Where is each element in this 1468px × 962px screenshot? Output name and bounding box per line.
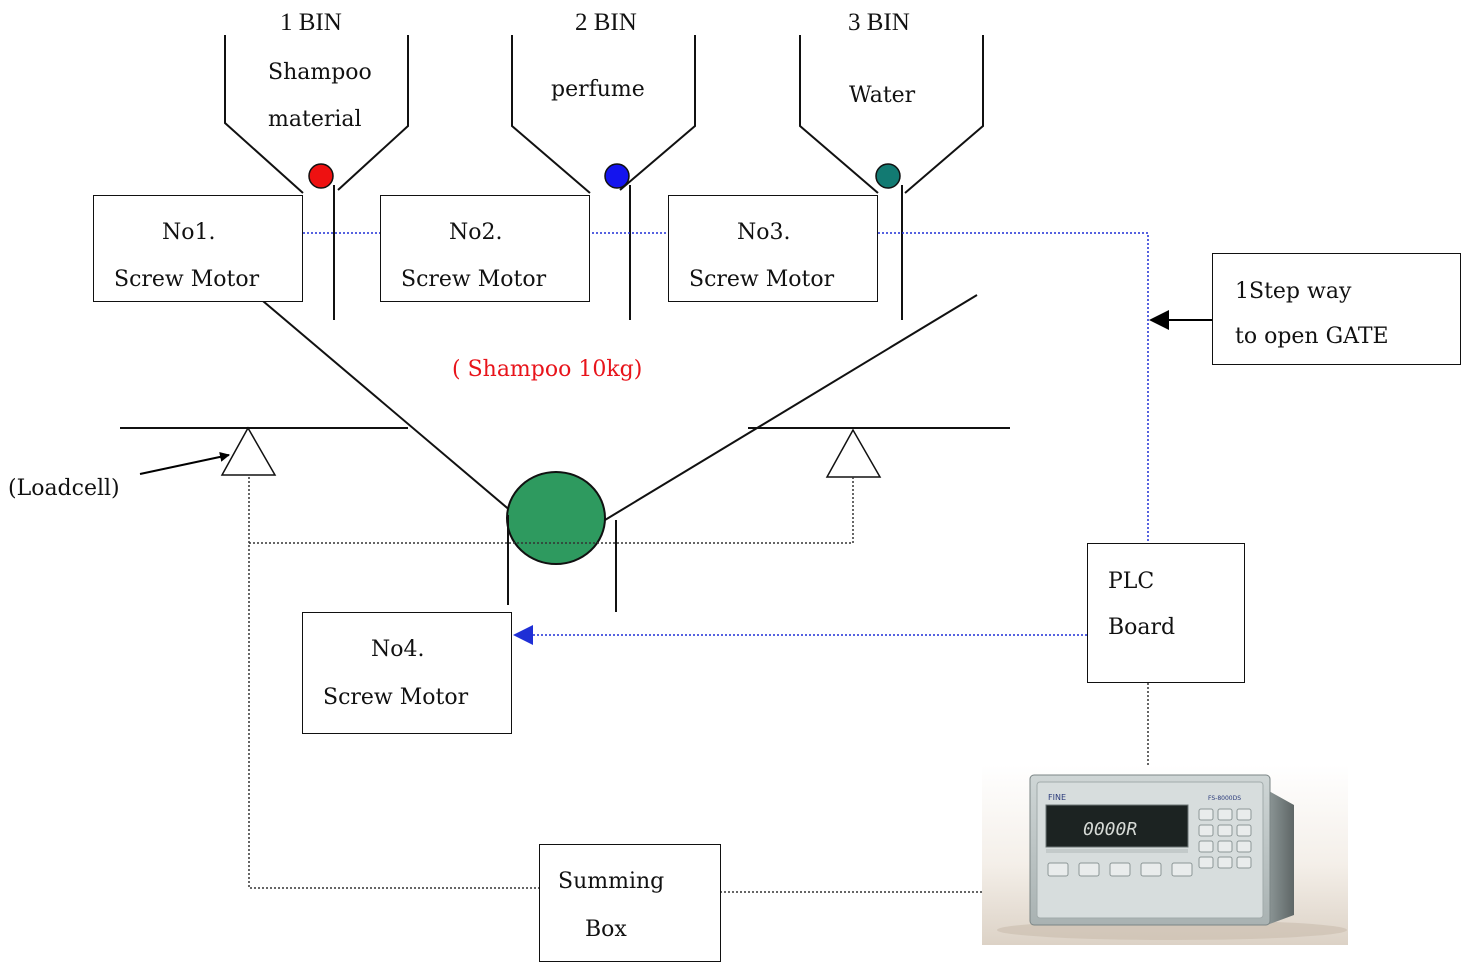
bin-3-title: 3 BIN [848,9,910,36]
loadcell-label: (Loadcell) [8,476,120,501]
screw-motor-1-label: Screw Motor [114,267,260,292]
screw-motor-4: No4. Screw Motor [302,612,512,734]
weighing-indicator-drawing: FINE FS-8000DS 0000R [997,774,1347,940]
gate-note-line-2: to open GATE [1235,324,1389,349]
screw-motor-4-number: No4. [371,637,425,662]
loadcell-right [825,428,882,478]
bin-2-hopper-left [511,35,591,194]
motor4-arrow-head [513,625,533,645]
summing-box-line-1: Summing [558,869,665,894]
screw-motor-3-label: Screw Motor [689,267,835,292]
plc-board: PLC Board [1087,543,1245,683]
loadcell-wiring [248,477,1030,893]
summing-box-line-2: Box [585,917,627,942]
screw-motor-1-number: No1. [162,220,216,245]
bin-3-content: Water [849,83,916,108]
bin-2-title: 2 BIN [575,9,637,36]
screw-motor-3: No3. Screw Motor [668,195,878,302]
bin-3-hopper-right [904,35,984,194]
screw-motor-1: No1. Screw Motor [93,195,303,302]
loadcell-left [220,426,277,476]
hopper-capacity-label: ( Shampoo 10kg) [452,357,643,382]
bin-2-valve [604,163,630,189]
plc-board-line-1: PLC [1108,569,1155,594]
weighing-indicator-photo: FINE FS-8000DS 0000R [982,765,1348,945]
indicator-display: 0000R [1083,819,1137,840]
hopper-valve [506,471,606,565]
indicator-brand: FINE [1048,793,1066,802]
gate-note-arrow-head [1149,310,1169,330]
gate-note-box: 1Step way to open GATE [1212,253,1461,365]
bin-1-content-line-1: Shampoo [268,60,372,85]
bin-1-title: 1 BIN [280,9,342,36]
summing-box: Summing Box [539,844,721,962]
motor-control-line [303,232,1149,545]
bin-2-hopper-right [619,35,696,191]
screw-motor-2-number: No2. [449,220,503,245]
screw-motor-4-label: Screw Motor [323,685,469,710]
gate-note-line-1: 1Step way [1235,279,1352,304]
screw-motor-2-label: Screw Motor [401,267,547,292]
indicator-keypad [1198,808,1252,869]
screw-motor-3-number: No3. [737,220,791,245]
bin-1-hopper-right [337,35,409,191]
weigh-hopper-right-wall [604,294,978,521]
loadcell-pointer-arrow [139,451,230,475]
bin-3-hopper-left [799,35,879,194]
bin-3-valve [875,163,901,189]
weigh-hopper-left-wall [249,289,513,513]
plc-board-line-2: Board [1108,615,1176,640]
bin-2-content: perfume [551,77,645,102]
screw-motor-2: No2. Screw Motor [380,195,590,302]
bin-1-valve [308,163,334,189]
bin-1-content-line-2: material [268,107,362,132]
indicator-function-keys [1047,862,1193,877]
bin-1-hopper-left [224,35,304,194]
indicator-model: FS-8000DS [1208,795,1241,802]
